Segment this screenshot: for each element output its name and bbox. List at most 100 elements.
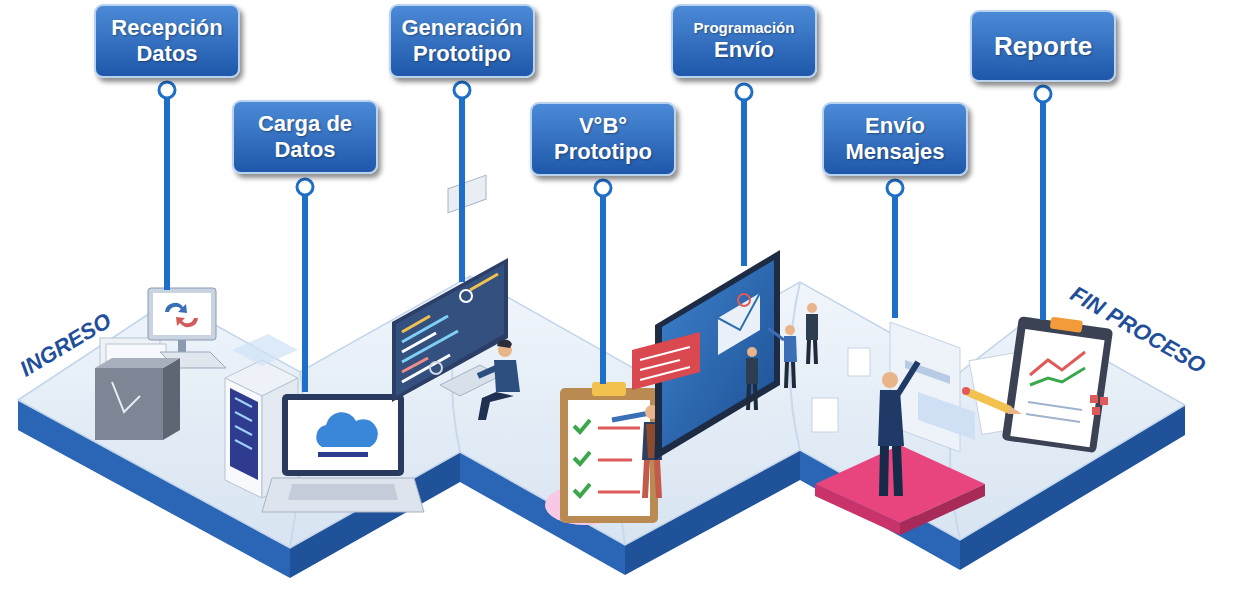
person-figure [806, 340, 818, 364]
reception-icon [95, 288, 226, 440]
leader-line [741, 100, 747, 266]
report-icon [968, 392, 1010, 410]
scheduling-icon [632, 250, 870, 460]
reception-icon [148, 288, 216, 340]
approval-icon [545, 382, 662, 525]
prototype-generation-icon [396, 264, 504, 396]
person-figure [806, 314, 818, 340]
person-figure [768, 328, 784, 340]
prototype-generation-icon [402, 333, 436, 352]
sending-icon [900, 484, 985, 535]
prototype-generation-icon [497, 340, 512, 348]
callout-text: Generación Prototipo [399, 15, 525, 67]
callout-text: Reporte [994, 31, 1092, 62]
data-load-icon [235, 412, 252, 421]
approval-icon [574, 420, 590, 432]
data-load-icon [235, 398, 252, 407]
reception-icon [178, 340, 186, 352]
approval-icon [642, 460, 662, 498]
data-load-icon [232, 334, 298, 366]
sending-icon [882, 372, 898, 388]
report-icon [1026, 402, 1082, 422]
leader-line [164, 98, 170, 290]
leader-dot [454, 82, 470, 98]
callout-text: Recepción Datos [104, 15, 230, 67]
process-callout: Generación Prototipo [389, 4, 535, 78]
leader-line [302, 195, 308, 392]
report-icon [962, 387, 970, 395]
person-figure [746, 347, 758, 410]
process-callout: ProgramaciónEnvío [671, 4, 817, 78]
leader-dot [736, 84, 752, 100]
prototype-generation-icon [402, 331, 458, 362]
approval-icon [646, 424, 656, 458]
leader-line [167, 98, 1043, 392]
scheduling-icon [640, 347, 690, 380]
data-load-icon [282, 394, 404, 476]
leader-dot [297, 179, 313, 195]
approval-icon [574, 420, 590, 496]
scheduling-icon [848, 348, 870, 376]
process-callout: Carga de Datos [232, 100, 378, 174]
report-icon [1090, 395, 1108, 415]
scheduling-icon [640, 360, 680, 370]
leader-dot [159, 82, 175, 98]
callout-text: Envío [714, 37, 774, 63]
report-icon [1028, 402, 1082, 410]
leader-dot [1035, 86, 1051, 102]
sending-icon [815, 445, 985, 523]
prototype-generation-icon [392, 258, 508, 402]
prototype-generation-icon [478, 392, 514, 420]
data-load-icon [230, 388, 258, 480]
approval-icon [612, 413, 650, 420]
process-callout: Envío Mensajes [822, 102, 968, 176]
prototype-generation-icon [478, 368, 496, 376]
process-callout: Reporte [970, 10, 1116, 82]
callout-text: V°B° Prototipo [540, 113, 666, 165]
scheduling-icon [632, 332, 700, 390]
sending-icon [878, 390, 904, 446]
leader-dot [595, 180, 611, 196]
leader-dot [159, 82, 1051, 196]
report-icon [1092, 407, 1100, 415]
approval-icon [598, 428, 640, 492]
person-figure [768, 325, 797, 388]
approval-icon [598, 427, 640, 430]
leader-line [600, 196, 606, 384]
prototype-generation-icon [402, 274, 498, 382]
approval-icon [574, 452, 590, 464]
prototype-generation-icon [448, 175, 486, 213]
report-icon [1030, 368, 1085, 385]
sending-icon [879, 446, 903, 496]
person-figure [806, 303, 818, 364]
sending-icon [815, 322, 985, 535]
report-icon [1002, 316, 1113, 453]
data-load-icon [288, 484, 398, 500]
data-load-icon [318, 452, 368, 457]
sending-icon [898, 362, 918, 394]
reception-icon [95, 368, 163, 440]
data-load-icon [235, 398, 252, 449]
approval-icon [598, 459, 632, 462]
data-load-icon [262, 478, 424, 512]
prototype-generation-icon [460, 290, 472, 302]
sending-icon [918, 392, 975, 440]
scheduling-icon [738, 294, 750, 306]
data-load-icon [235, 426, 252, 435]
report-icon [1090, 395, 1098, 403]
reception-icon [95, 358, 180, 368]
reception-icon [163, 358, 180, 440]
person-figure [807, 303, 817, 313]
data-load-icon [235, 440, 252, 449]
prototype-generation-icon [402, 355, 450, 382]
leader-line [892, 196, 898, 318]
callout-text: Programación [694, 19, 795, 37]
approval-icon [592, 382, 626, 396]
leader-dot [887, 180, 903, 196]
callout-text: Envío Mensajes [832, 113, 958, 165]
reception-icon [165, 303, 187, 313]
approval-icon [598, 491, 640, 494]
report-icon [1010, 329, 1104, 447]
prototype-generation-icon [494, 360, 520, 392]
